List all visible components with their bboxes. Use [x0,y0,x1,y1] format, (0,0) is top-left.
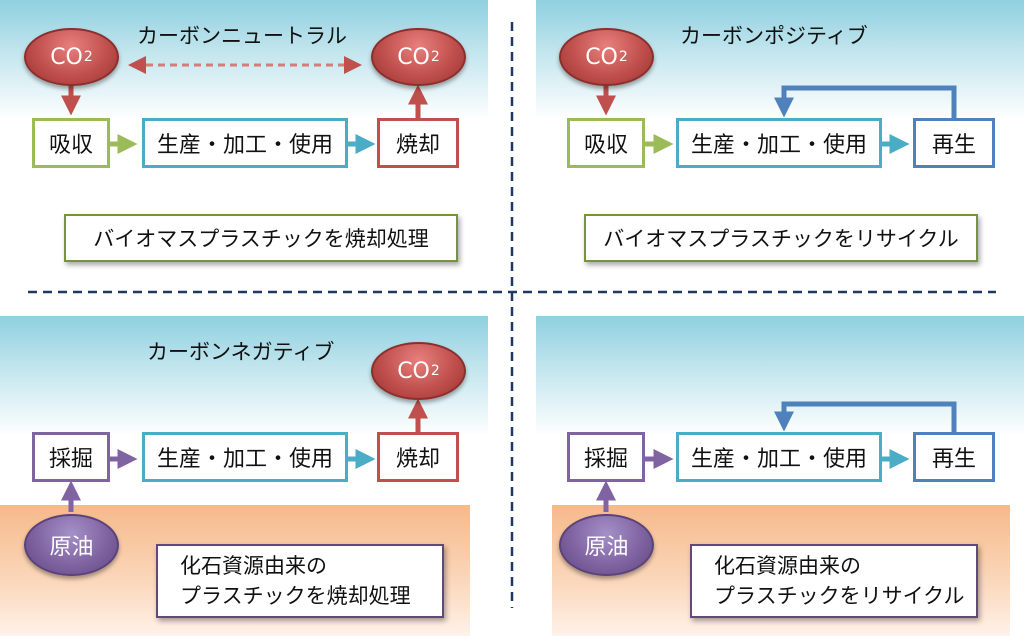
co2-subscript: 2 [618,49,628,65]
caption-line-2: プラスチックをリサイクル [714,584,965,608]
caption-line-2: プラスチックを焼却処理 [180,584,411,608]
panel-title-positive: カーボンポジティブ [680,24,868,48]
panel-title-neutral: カーボンニュートラル [137,24,347,48]
produce-box-negative: 生産・加工・使用 [142,432,348,482]
crude-oil-bubble-recycle: 原油 [559,514,654,576]
absorb-box-positive: 吸収 [567,118,645,168]
crude-oil-label: 原油 [584,535,629,560]
recycle-box-recycle: 再生 [913,432,995,482]
produce-box-recycle: 生産・加工・使用 [676,432,882,482]
crude-oil-label: 原油 [49,535,94,560]
caption-negative: 化石資源由来の プラスチックを焼却処理 [156,544,444,618]
mining-box-recycle: 採掘 [567,432,645,482]
co2-subscript: 2 [83,49,93,65]
arrow-recycle-loop-positive [774,85,957,118]
caption-text: バイオマスプラスチックを焼却処理 [93,227,429,251]
co2-label: CO [585,44,618,70]
caption-recycle: 化石資源由来の プラスチックをリサイクル [690,544,978,618]
co2-subscript: 2 [430,49,440,65]
produce-box: 生産・加工・使用 [142,118,348,168]
crude-oil-bubble: 原油 [24,514,119,576]
panel-title-negative: カーボンネガティブ [147,340,335,364]
co2-label: CO [397,358,430,384]
incinerate-box: 焼却 [377,118,459,168]
co2-label: CO [397,44,430,70]
mining-box: 採掘 [32,432,110,482]
caption-line-1: 化石資源由来の [714,554,861,578]
arrow-recycle-loop-recycle [774,401,957,432]
absorb-box: 吸収 [32,118,110,168]
co2-subscript: 2 [430,363,440,379]
incinerate-box-negative: 焼却 [377,432,459,482]
caption-positive: バイオマスプラスチックをリサイクル [584,214,978,262]
caption-text: バイオマスプラスチックをリサイクル [603,227,959,251]
caption-line-1: 化石資源由来の [180,554,327,578]
produce-box-positive: 生産・加工・使用 [676,118,882,168]
recycle-box-positive: 再生 [913,118,995,168]
co2-label: CO [50,44,83,70]
caption-neutral: バイオマスプラスチックを焼却処理 [64,214,458,262]
